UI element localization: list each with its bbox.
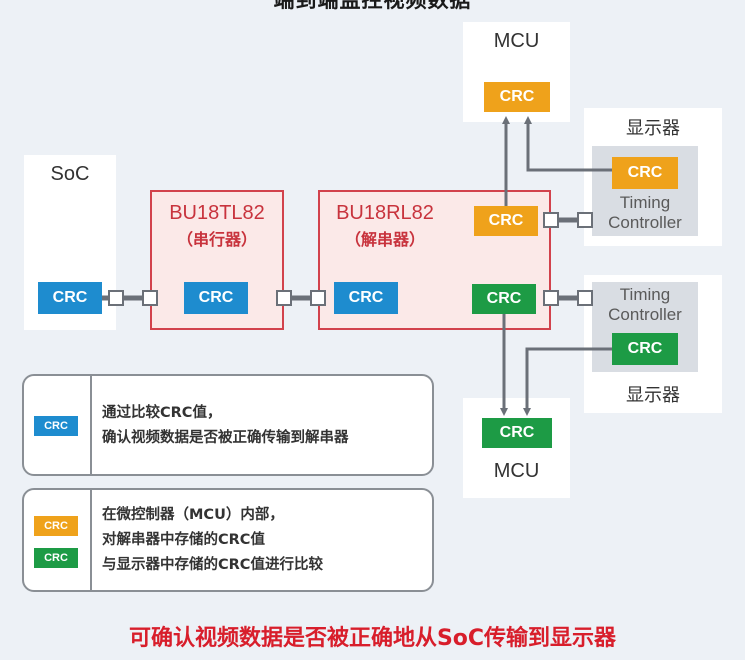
timing-controller-top-line1: Timing xyxy=(619,193,671,212)
legend-2-badge-orange: CRC xyxy=(34,516,78,536)
pad-serializer-out xyxy=(276,290,292,306)
legend-1-line1: 通过比较CRC值， xyxy=(102,405,222,421)
crc-deserializer-blue: CRC xyxy=(334,282,398,314)
legend-2-line1: 在微控制器（MCU）内部， xyxy=(102,507,284,523)
pad-deser-out-top xyxy=(543,212,559,228)
timing-controller-bottom-line1: Timing xyxy=(619,285,671,304)
serializer-name: BU18TL82 xyxy=(169,202,265,224)
pad-deser-out-bottom xyxy=(543,290,559,306)
pad-deserializer-in xyxy=(310,290,326,306)
timing-controller-top-line2: Controller xyxy=(608,213,682,232)
arrow-display-to-mcu-bottom xyxy=(523,347,612,416)
diagram-title: 端到端监控视频数据 xyxy=(273,0,472,12)
legend-box-1: CRC 通过比较CRC值， 确认视频数据是否被正确传输到解串器 xyxy=(22,374,434,476)
legend-2-divider xyxy=(90,490,92,590)
pad-soc xyxy=(108,290,124,306)
crc-display-top: CRC xyxy=(612,157,678,189)
legend-1-divider xyxy=(90,376,92,474)
deserializer-name: BU18RL82 xyxy=(336,202,434,224)
crc-display-bottom: CRC xyxy=(612,333,678,365)
mcu-top-label: MCU xyxy=(493,30,540,52)
soc-label: SoC xyxy=(50,163,90,185)
legend-2-line3: 与显示器中存储的CRC值进行比较 xyxy=(102,557,323,573)
mcu-bottom-label: MCU xyxy=(493,460,540,482)
crc-mcu-top: CRC xyxy=(484,82,550,112)
crc-mcu-bottom: CRC xyxy=(482,418,552,448)
legend-1-line2: 确认视频数据是否被正确传输到解串器 xyxy=(102,430,349,446)
footer-caption: 可确认视频数据是否被正确地从SoC传输到显示器 xyxy=(128,626,617,651)
crc-deserializer-green: CRC xyxy=(472,284,536,314)
display-bottom-label: 显示器 xyxy=(626,385,680,405)
legend-1-badge: CRC xyxy=(34,416,78,436)
serializer-subtitle: （串行器） xyxy=(176,230,257,249)
pad-tc-bottom-in xyxy=(577,290,593,306)
pad-tc-top-in xyxy=(577,212,593,228)
crc-deserializer-orange: CRC xyxy=(474,206,538,236)
pad-serializer-in xyxy=(142,290,158,306)
crc-soc: CRC xyxy=(38,282,102,314)
arrow-display-to-mcu-top xyxy=(524,116,612,172)
legend-box-2: CRC CRC 在微控制器（MCU）内部， 对解串器中存储的CRC值 与显示器中… xyxy=(22,488,434,592)
deserializer-subtitle: （解串器） xyxy=(344,230,425,249)
legend-2-badge-green: CRC xyxy=(34,548,78,568)
crc-serializer: CRC xyxy=(184,282,248,314)
display-top-label: 显示器 xyxy=(626,118,680,138)
legend-2-line2: 对解串器中存储的CRC值 xyxy=(102,532,265,548)
timing-controller-bottom-line2: Controller xyxy=(608,305,682,324)
mcu-bottom-panel: MCU xyxy=(463,398,570,498)
